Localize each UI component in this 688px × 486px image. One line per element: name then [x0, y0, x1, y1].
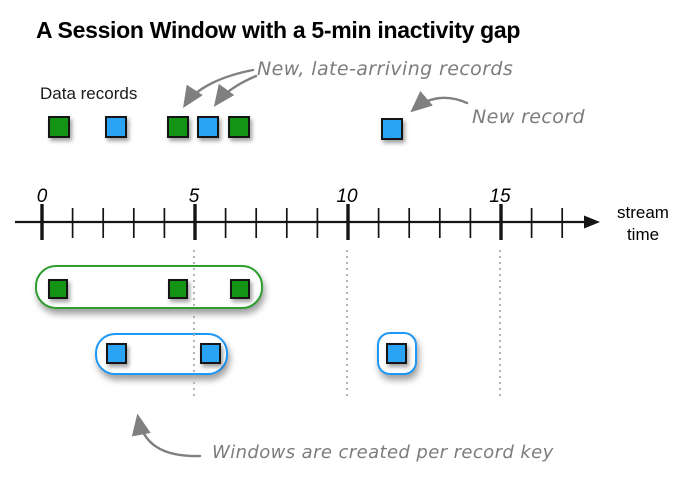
windows-per-key-annotation: Windows are created per record key	[212, 442, 554, 463]
tick-label-5: 5	[188, 186, 200, 207]
record-blue-2-late	[197, 116, 219, 138]
late-arrow-1-icon	[183, 68, 255, 109]
record-blue-1	[105, 116, 127, 138]
tick-label-10: 10	[336, 186, 358, 207]
axis-ticks	[40, 204, 564, 240]
stream-time-axis-label: stream time	[606, 202, 680, 246]
stream-time-line2: time	[626, 225, 660, 244]
windows-per-key-arrow-icon	[131, 413, 202, 458]
window-record-green-3	[230, 279, 250, 299]
page-title: A Session Window with a 5-min inactivity…	[36, 17, 521, 43]
new-record-annotation: New record	[472, 106, 585, 128]
record-green-2-late	[167, 116, 189, 138]
window-record-green-1	[48, 279, 68, 299]
data-records-label: Data records	[40, 84, 138, 103]
late-arriving-annotation: New, late-arriving records	[257, 58, 514, 80]
record-green-3-late	[228, 116, 250, 138]
record-green-1	[48, 116, 70, 138]
window-record-blue-3	[386, 343, 407, 364]
window-record-green-2	[168, 279, 188, 299]
window-record-blue-2	[200, 343, 221, 364]
record-blue-new	[381, 118, 403, 140]
window-record-blue-1	[106, 343, 127, 364]
late-arrow-2-icon	[213, 74, 258, 107]
stream-time-line1: stream	[617, 203, 669, 222]
tick-label-15: 15	[489, 186, 511, 207]
session-window-green	[35, 265, 263, 309]
tick-label-0: 0	[36, 186, 48, 207]
new-record-arrow-icon	[410, 90, 469, 113]
time-axis-arrowhead-icon	[584, 215, 600, 229]
